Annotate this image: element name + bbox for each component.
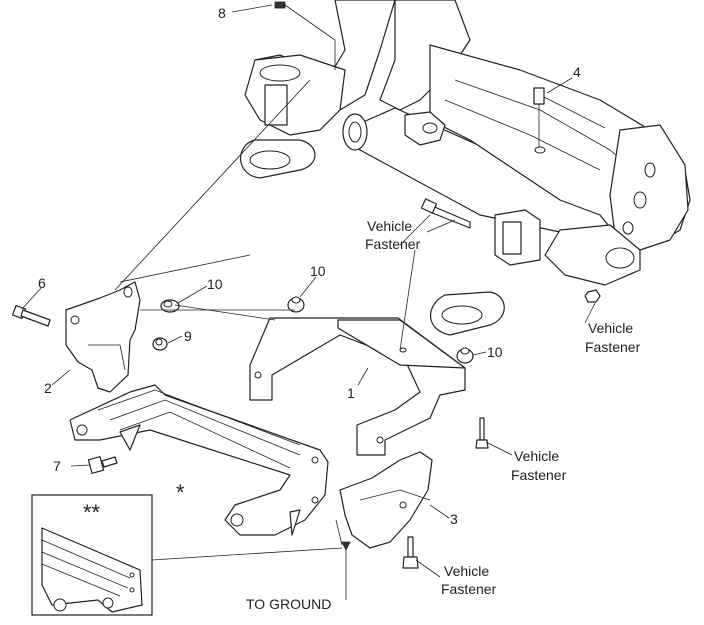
vehicle-fastener-bolt-right: [475, 417, 489, 449]
part-10-spacer-a: [160, 299, 180, 313]
label-part-6: 6: [38, 275, 46, 291]
label-vehicle-fastener-1: Vehicle Fastener: [365, 218, 421, 252]
vehicle-fastener-nut-right: [584, 289, 601, 303]
label-vehicle-fastener-3: Vehicle Fastener: [511, 448, 567, 483]
ground-arrow: [341, 541, 351, 551]
vehicle-fastener-bolt-bottom: [402, 536, 419, 569]
vehicle-frame: [240, 0, 691, 336]
label-part-3: 3: [450, 511, 458, 527]
vehicle-fastener-bolt-center: [420, 198, 471, 229]
label-part-10-a: 10: [207, 276, 223, 292]
label-asterisk-single: *: [176, 480, 185, 505]
part-3-right-bracket: [339, 451, 433, 549]
label-part-4: 4: [573, 64, 581, 80]
part-1-crossmember: [249, 317, 466, 456]
label-asterisk-double: **: [83, 500, 101, 525]
part-10-spacer-c: [456, 347, 474, 364]
leader-lines: [21, 4, 596, 600]
part-2-left-bracket: [65, 281, 141, 393]
label-part-10-c: 10: [487, 344, 503, 360]
label-part-8: 8: [218, 5, 226, 21]
label-part-1: 1: [347, 385, 355, 401]
part-7-bolt: [87, 456, 118, 474]
label-part-2: 2: [44, 380, 52, 396]
label-part-10-b: 10: [310, 263, 326, 279]
label-part-7: 7: [53, 458, 61, 474]
plow-mount-frame: [69, 384, 329, 536]
label-vehicle-fastener-4: Vehicle Fastener: [441, 563, 497, 597]
part-10-spacer-b: [287, 296, 305, 313]
callout-labels: 8 4 6 2 9 10 10 10 1 3 7 Vehicle Fastene…: [38, 5, 641, 612]
label-to-ground: TO GROUND: [246, 596, 331, 612]
part-9-spacer: [152, 337, 168, 351]
label-vehicle-fastener-2: Vehicle Fastener: [585, 320, 641, 355]
label-part-9: 9: [184, 328, 192, 344]
detail-inset: [31, 494, 153, 616]
part-6-bolt: [11, 304, 51, 327]
